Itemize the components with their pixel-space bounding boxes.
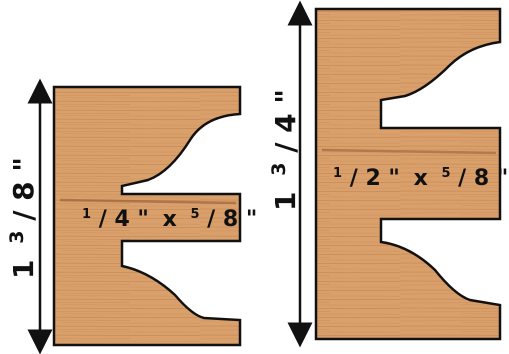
small-profile-dark-streak — [59, 198, 237, 205]
large-height-label: 1 3 / 4 " — [259, 89, 302, 211]
small-height-label: 1 3 / 8 " — [0, 157, 40, 279]
large-profile: 1 3 / 4 " 1 / 2 " x 5 / 8 " — [259, 0, 508, 348]
large-profile-shape — [314, 7, 502, 341]
small-profile-shape — [52, 85, 242, 347]
large-slot-label: 1 / 2 " x 5 / 8 " — [333, 158, 508, 191]
large-profile-dark-streak — [321, 148, 497, 155]
small-slot-label: 1 / 4 " x 5 / 8 " — [82, 199, 257, 232]
small-profile: 1 3 / 8 " 1 / 4 " x 5 / 8 " — [0, 78, 257, 354]
